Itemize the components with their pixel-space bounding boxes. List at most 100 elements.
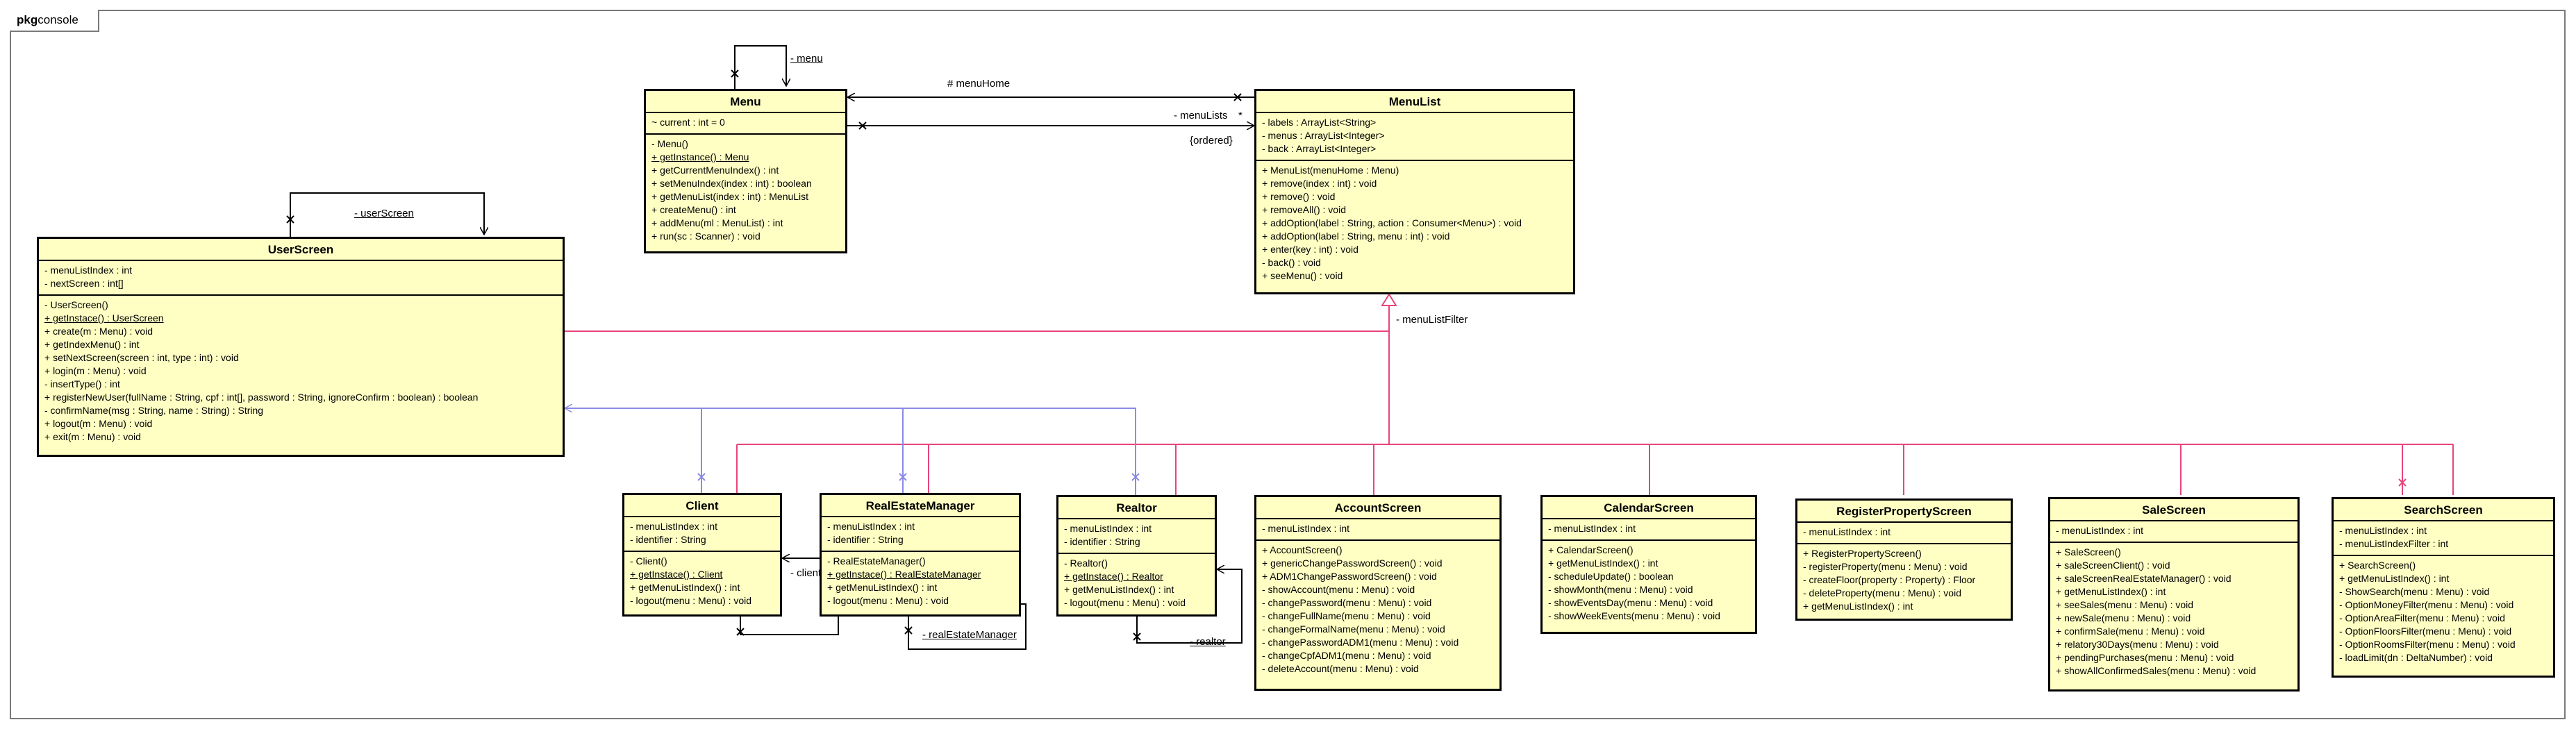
- class-client[interactable]: Client - menuListIndex : int - identifie…: [622, 493, 782, 617]
- operation-row: - changePasswordADM1(menu : Menu) : void: [1262, 637, 1459, 648]
- operation-row: - createFloor(property : Property) : Flo…: [1803, 574, 1976, 585]
- operation-row: + SearchScreen(): [2339, 560, 2416, 571]
- package-frame: [10, 10, 2566, 719]
- operation-row: + removeAll() : void: [1262, 204, 1346, 215]
- operation-row: + CalendarScreen(): [1548, 544, 1634, 555]
- menu-self-label: - menu: [790, 53, 823, 65]
- operation-row: + RegisterPropertyScreen(): [1803, 548, 1922, 559]
- operation-row: + pendingPurchases(menu : Menu) : void: [2056, 652, 2234, 663]
- class-calendarscreen[interactable]: CalendarScreen - menuListIndex : int + C…: [1540, 495, 1757, 634]
- operation-row: + seeMenu() : void: [1262, 270, 1343, 281]
- operation-row: - showMonth(menu : Menu) : void: [1548, 584, 1693, 595]
- class-registerpropertyscreen[interactable]: RegisterPropertyScreen - menuListIndex :…: [1795, 498, 2013, 621]
- operation-row: + setMenuIndex(index : int) : boolean: [651, 178, 812, 189]
- attributes-section: - menuListIndex : int - nextScreen : int…: [39, 261, 563, 296]
- operations-section: - Realtor() + getInstace() : Realtor + g…: [1058, 554, 1215, 614]
- attribute-row: - menuListIndex : int: [827, 521, 915, 532]
- attributes-section: - menuListIndex : int: [2050, 521, 2297, 543]
- operation-row: - showWeekEvents(menu : Menu) : void: [1548, 610, 1720, 621]
- class-userscreen[interactable]: UserScreen - menuListIndex : int - nextS…: [37, 237, 565, 457]
- class-name: CalendarScreen: [1543, 497, 1755, 519]
- class-name: RegisterPropertyScreen: [1797, 501, 2011, 523]
- client-label: - client: [790, 567, 822, 579]
- operation-row: + addOption(label : String, menu : int) …: [1262, 231, 1450, 242]
- operations-section: - Menu() + getInstance() : Menu + getCur…: [646, 135, 845, 247]
- class-menu[interactable]: Menu ~ current : int = 0 - Menu() + getI…: [644, 89, 847, 253]
- attribute-row: - menuListIndex : int: [1064, 523, 1152, 534]
- attribute-row: - nextScreen : int[]: [44, 278, 124, 289]
- operation-row: - deleteProperty(menu : Menu) : void: [1803, 587, 1961, 598]
- attribute-row: - menuListIndexFilter : int: [2339, 538, 2449, 549]
- class-name: RealEstateManager: [822, 495, 1019, 517]
- operations-section: - Client() + getInstace() : Client + get…: [624, 552, 780, 612]
- operation-row: + getMenuListIndex() : int: [2056, 586, 2166, 597]
- operation-row: + newSale(menu : Menu) : void: [2056, 612, 2191, 623]
- attribute-row: - menus : ArrayList<Integer>: [1262, 130, 1385, 141]
- operation-row: + saleScreenClient() : void: [2056, 560, 2170, 571]
- operation-row: - insertType() : int: [44, 378, 120, 389]
- class-name: Menu: [646, 91, 845, 113]
- attributes-section: - menuListIndex : int - menuListIndexFil…: [2334, 521, 2553, 556]
- operation-row: + showAllConfirmedSales(menu : Menu) : v…: [2056, 665, 2257, 676]
- operation-row: + genericChangePasswordScreen() : void: [1262, 558, 1443, 569]
- multiplicity-label: *: [1238, 110, 1243, 122]
- operation-row: + remove() : void: [1262, 191, 1336, 202]
- operation-row: + remove(index : int) : void: [1262, 178, 1377, 189]
- operation-row: + login(m : Menu) : void: [44, 365, 147, 376]
- operation-row: - OptionMoneyFilter(menu : Menu) : void: [2339, 599, 2514, 610]
- class-realestatemanager[interactable]: RealEstateManager - menuListIndex : int …: [820, 493, 1021, 617]
- attribute-row: - menuListIndex : int: [630, 521, 718, 532]
- operations-section: - RealEstateManager() + getInstace() : R…: [822, 552, 1019, 612]
- operation-row: + getIndexMenu() : int: [44, 339, 140, 350]
- class-realtor[interactable]: Realtor - menuListIndex : int - identifi…: [1056, 495, 1217, 617]
- operation-row: + logout(m : Menu) : void: [44, 418, 153, 429]
- operation-row: + getMenuListIndex() : int: [630, 582, 740, 593]
- class-salescreen[interactable]: SaleScreen - menuListIndex : int + SaleS…: [2048, 497, 2300, 692]
- attribute-row: - labels : ArrayList<String>: [1262, 117, 1377, 128]
- operation-row: + SaleScreen(): [2056, 546, 2121, 558]
- package-tab: pkgconsole: [10, 10, 99, 32]
- operation-row: - RealEstateManager(): [827, 555, 926, 567]
- menu-lists-label: - menuLists: [1174, 110, 1228, 122]
- operation-row: + getMenuListIndex() : int: [1803, 601, 1913, 612]
- attributes-section: - menuListIndex : int: [1543, 519, 1755, 541]
- class-searchscreen[interactable]: SearchScreen - menuListIndex : int - men…: [2332, 497, 2555, 678]
- operation-row: - registerProperty(menu : Menu) : void: [1803, 561, 1968, 572]
- operation-row: - showAccount(menu : Menu) : void: [1262, 584, 1415, 595]
- operation-row: + registerNewUser(fullName : String, cpf…: [44, 392, 479, 403]
- class-name: SearchScreen: [2334, 499, 2553, 521]
- class-menulist[interactable]: MenuList - labels : ArrayList<String> - …: [1254, 89, 1575, 294]
- operation-row: + MenuList(menuHome : Menu): [1262, 165, 1399, 176]
- class-name: UserScreen: [39, 239, 563, 261]
- operation-row: + getMenuListIndex() : int: [827, 582, 938, 593]
- operations-section: + SearchScreen() + getMenuListIndex() : …: [2334, 556, 2553, 669]
- operation-row: + getInstace() : Client: [630, 569, 723, 580]
- operation-row: - ShowSearch(menu : Menu) : void: [2339, 586, 2490, 597]
- operation-row: - changePassword(menu : Menu) : void: [1262, 597, 1432, 608]
- attributes-section: - menuListIndex : int - identifier : Str…: [822, 517, 1019, 552]
- menu-list-filter-label: - menuListFilter: [1396, 314, 1468, 326]
- operation-row: - deleteAccount(menu : Menu) : void: [1262, 663, 1419, 674]
- class-accountscreen[interactable]: AccountScreen - menuListIndex : int + Ac…: [1254, 495, 1502, 691]
- userscreen-self-association: [286, 192, 484, 237]
- realtor-self-association: [1133, 569, 1243, 644]
- operation-row: - changeFormalName(menu : Menu) : void: [1262, 623, 1445, 635]
- operation-row: + AccountScreen(): [1262, 544, 1343, 555]
- attribute-row: ~ current : int = 0: [651, 117, 725, 128]
- attribute-row: - back : ArrayList<Integer>: [1262, 143, 1377, 154]
- operation-row: + createMenu() : int: [651, 204, 736, 215]
- menu-lists-association: [847, 122, 1254, 129]
- class-name: Realtor: [1058, 497, 1215, 519]
- menu-home-label: # menuHome: [947, 78, 1011, 90]
- generalization-arrowhead: [1381, 293, 1397, 306]
- attribute-row: - identifier : String: [1064, 536, 1140, 547]
- operations-section: + MenuList(menuHome : Menu) + remove(ind…: [1256, 161, 1573, 287]
- operation-row: - Client(): [630, 555, 667, 567]
- operation-row: - Realtor(): [1064, 558, 1108, 569]
- operation-row: + getInstace() : Realtor: [1064, 571, 1163, 582]
- operation-row: + saleScreenRealEstateManager() : void: [2056, 573, 2232, 584]
- attributes-section: - menuListIndex : int: [1256, 519, 1499, 541]
- menu-home-association: [847, 94, 1254, 101]
- operation-row: + confirmSale(menu : Menu) : void: [2056, 626, 2205, 637]
